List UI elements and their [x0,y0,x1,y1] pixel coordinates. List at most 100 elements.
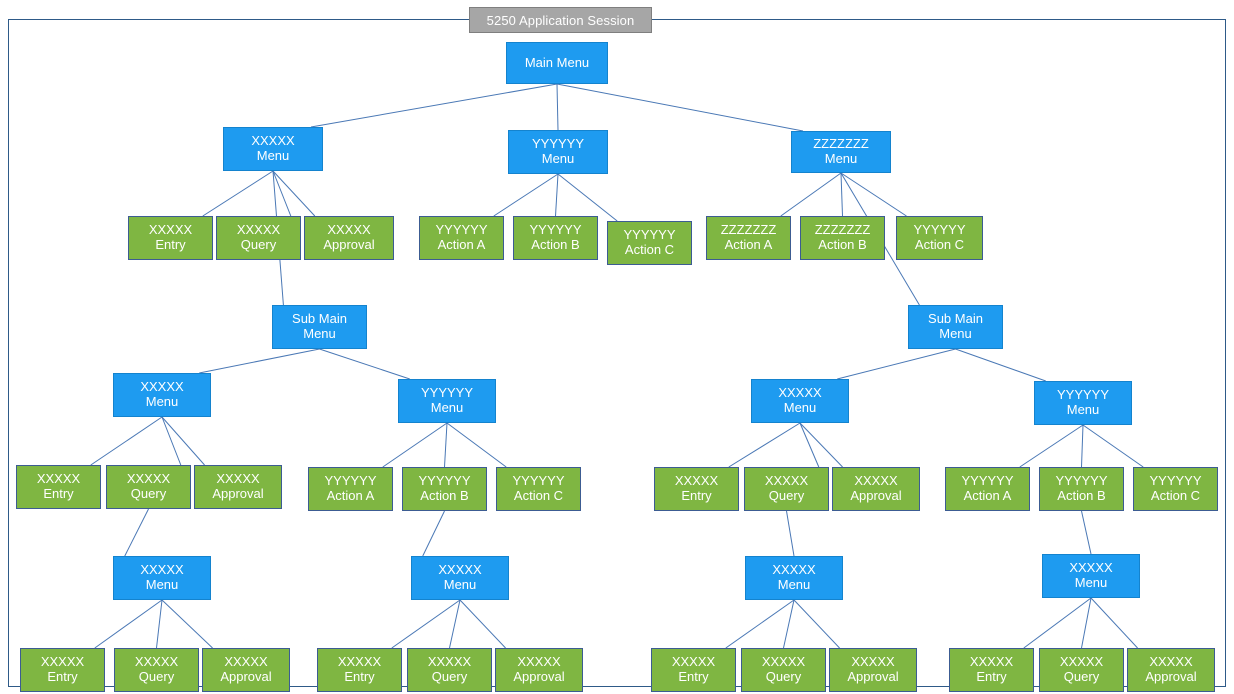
node-label-line2: Entry [681,488,712,503]
session-title-label: 5250 Application Session [486,12,635,28]
node-label-line1: Main Menu [524,54,590,70]
node-label-line2: Menu [541,151,575,166]
node-label-line2: Action C [624,242,675,257]
node-label-line1: XXXXX [851,654,895,670]
node-label-line2: Approval [1145,669,1197,684]
node-label-line1: XXXXX [1059,654,1104,670]
node-label-line2: Action B [818,237,867,252]
node-label-line1: XXXXX [427,654,472,670]
node-label-line2: Approval [220,669,272,684]
node-label-line2: Action B [531,237,580,252]
node-label-line1: YYYYYY [1055,473,1108,489]
node-label-line2: Approval [323,237,375,252]
node-label-line2: Approval [847,669,899,684]
node-label-line2: Menu [824,151,858,166]
node-label-line1: YYYYYY [418,473,471,489]
node-label-line2: Menu [1066,402,1100,417]
node-label-line1: XXXXX [969,654,1014,670]
node-label-line2: Query [768,488,805,503]
node-label-line1: XXXXX [1149,654,1193,670]
menu-node-main-menu-n0[interactable]: Main Menu [506,42,608,84]
node-label-line1: YYYYYY [913,222,966,238]
node-label-line1: YYYYYY [961,473,1014,489]
node-label-line2: Action B [420,488,469,503]
node-label-line1: XXXXX [36,471,81,487]
node-label-line1: XXXXX [216,471,260,487]
node-label-line2: Menu [303,326,336,341]
node-label-line1: YYYYYY [1149,473,1202,489]
node-label-line2: Menu [145,577,179,592]
node-label-line1: ZZZZZZZ [813,136,869,152]
node-label-line2: Menu [443,577,477,592]
node-label-line1: YYYYYY [529,222,582,238]
node-label-line1: XXXXX [761,654,806,670]
node-label-line2: Action C [1150,488,1201,503]
node-label-line1: XXXXX [674,473,719,489]
node-label-line2: Action C [513,488,564,503]
node-label-line2: Menu [430,400,464,415]
node-label-line2: Approval [513,669,565,684]
node-label-line2: Entry [678,669,709,684]
node-label-line2: Query [138,669,175,684]
node-label-line2: Menu [256,148,290,163]
node-label-line2: Action C [914,237,965,252]
node-label-line1: XXXXX [517,654,561,670]
node-label-line1: XXXXX [224,654,268,670]
node-label-line1: XXXXX [438,562,482,578]
node-label-line1: XXXXX [337,654,382,670]
node-label-line1: XXXXX [148,222,193,238]
node-label-line1: YYYYYY [324,473,377,489]
node-label-line2: Action A [724,237,773,252]
node-label-line2: Query [130,486,167,501]
node-label-line2: Entry [344,669,375,684]
node-label-line2: Action A [326,488,375,503]
node-label-line1: ZZZZZZZ [814,222,871,238]
